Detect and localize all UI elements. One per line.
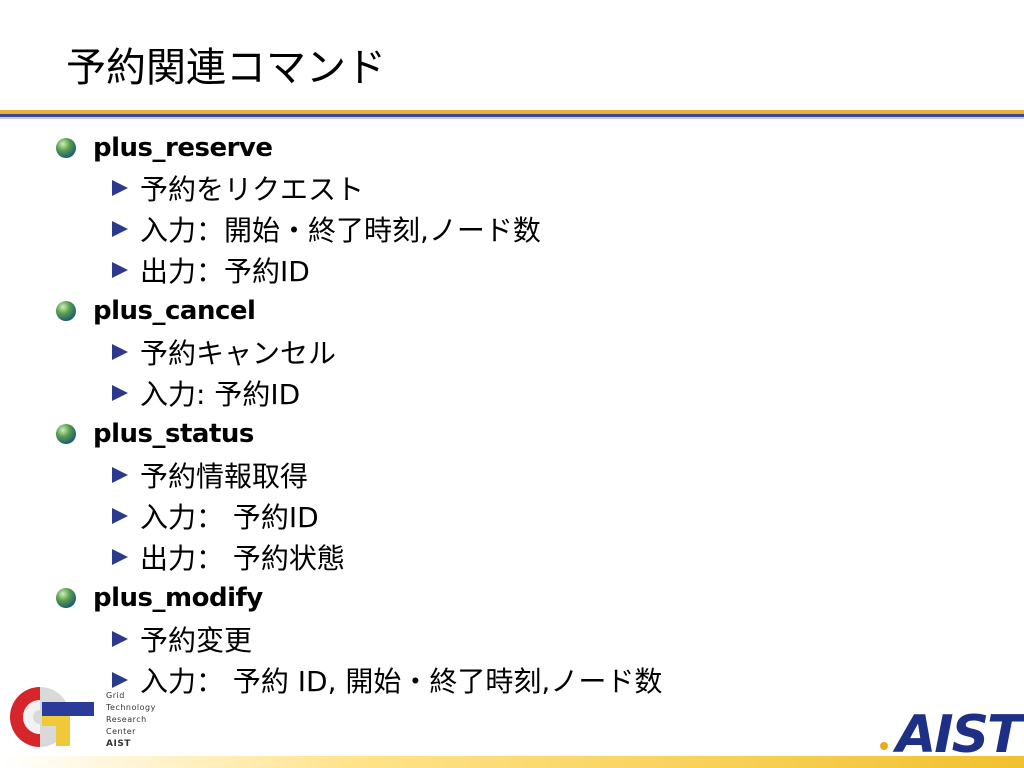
detail-item: 予約変更 [112,619,252,659]
gt-logo-mark-icon [10,687,94,747]
bullet-triangle-icon [112,262,128,278]
bullet-triangle-icon [112,385,128,401]
detail-text: 入力： 予約 ID, 開始・終了時刻,ノード数 [140,665,663,698]
aist-logo-icon: AIST [880,705,1024,758]
gtrc-logo-text: Grid Technology Research Center AIST [106,690,156,750]
detail-item: 予約情報取得 [112,455,308,495]
detail-item: 入力： 予約ID [112,496,319,536]
command-item: plus_cancel [56,291,256,331]
detail-text: 出力： 予約状態 [140,542,345,575]
detail-text: 予約キャンセル [140,337,337,370]
bullet-triangle-icon [112,549,128,565]
bullet-triangle-icon [112,180,128,196]
detail-text: 入力: 予約ID [140,378,301,411]
command-item: plus_modify [56,578,263,618]
detail-item: 予約をリクエスト [112,168,364,208]
gtrc-line-aist: AIST [106,739,131,749]
detail-text: 出力：予約ID [140,255,310,288]
gtrc-logo: Grid Technology Research Center AIST [6,684,166,750]
bullet-triangle-icon [112,508,128,524]
bullet-triangle-icon [112,672,128,688]
title-rule-light [0,117,1024,119]
detail-text: 入力：開始・終了時刻,ノード数 [140,214,541,247]
detail-item: 出力： 予約状態 [112,537,345,577]
title-rule-blue [0,114,1024,117]
bullet-ball-icon [56,588,76,608]
detail-text: 入力： 予約ID [140,501,319,534]
detail-text: 予約情報取得 [140,460,309,493]
bullet-ball-icon [56,424,76,444]
command-name: plus_modify [93,583,263,613]
footer-gradient-bar [0,756,1024,768]
gtrc-line-center: Center [106,727,136,736]
detail-item: 入力：開始・終了時刻,ノード数 [112,209,541,249]
slide-title: 予約関連コマンド [66,45,386,91]
command-item: plus_reserve [56,128,273,168]
aist-logo-text: AIST [892,705,1024,758]
detail-text: 予約変更 [140,624,253,657]
bullet-ball-icon [56,138,76,158]
command-item: plus_status [56,414,254,454]
detail-item: 入力： 予約 ID, 開始・終了時刻,ノード数 [112,660,662,700]
bullet-triangle-icon [112,467,128,483]
gtrc-line-research: Research [106,715,147,724]
detail-item: 予約キャンセル [112,332,336,372]
command-name: plus_cancel [93,296,256,326]
command-name: plus_status [93,419,254,449]
bullet-ball-icon [56,301,76,321]
bullet-triangle-icon [112,344,128,360]
detail-item: 出力：予約ID [112,250,310,290]
bullet-triangle-icon [112,221,128,237]
command-name: plus_reserve [93,133,273,163]
detail-text: 予約をリクエスト [140,173,365,206]
bullet-triangle-icon [112,631,128,647]
gtrc-line-grid: Grid [106,691,125,700]
gtrc-line-technology: Technology [106,703,156,712]
title-rule-gold [0,110,1024,114]
detail-item: 入力: 予約ID [112,373,300,413]
